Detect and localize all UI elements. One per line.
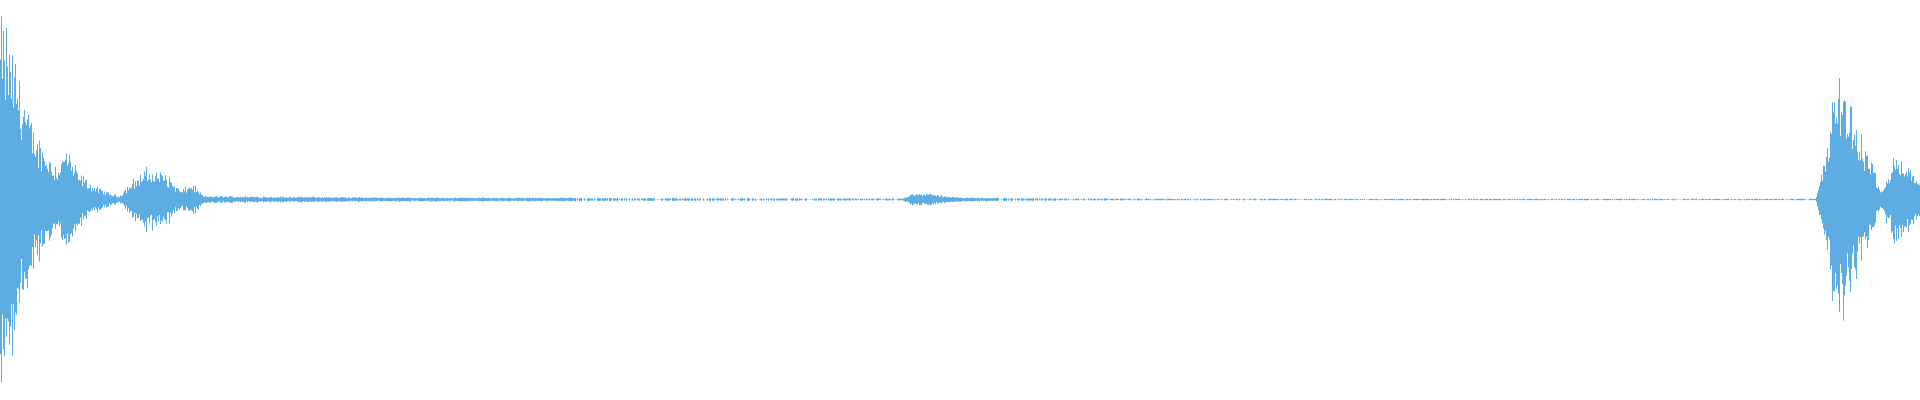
waveform-path [0, 16, 1920, 383]
waveform-samples [0, 16, 1920, 383]
